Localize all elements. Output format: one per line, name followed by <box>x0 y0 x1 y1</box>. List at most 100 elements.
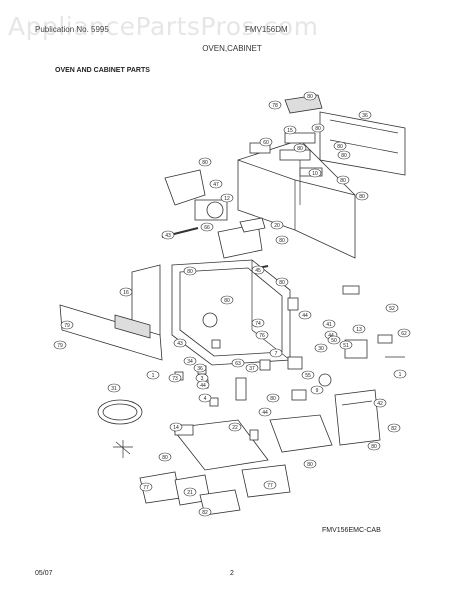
callout-4: 4 <box>198 393 212 403</box>
callout-45: 45 <box>251 265 265 275</box>
callout-label: 80 <box>224 298 230 304</box>
callout-74: 74 <box>251 318 265 328</box>
fan-duct-part <box>164 169 228 221</box>
callout-36: 36 <box>358 110 372 120</box>
callout-14: 14 <box>169 422 183 432</box>
callout-label: 80 <box>307 94 313 100</box>
callout-label: 20 <box>274 223 280 229</box>
callout-label: 63 <box>235 361 241 367</box>
callout-label: 80 <box>187 269 193 275</box>
air-guide-part <box>217 217 266 259</box>
callout-80: 80 <box>333 141 347 151</box>
callout-label: 80 <box>371 444 377 450</box>
callout-77: 77 <box>263 480 277 490</box>
callout-80: 80 <box>220 295 234 305</box>
callout-13: 13 <box>352 324 366 334</box>
callout-label: 66 <box>204 225 210 231</box>
callout-label: 31 <box>111 386 117 392</box>
oven-cavity-part <box>171 259 291 366</box>
callout-label: 3 <box>201 376 204 382</box>
callout-label: 44 <box>200 383 206 389</box>
callout-9: 9 <box>310 385 324 395</box>
callout-80: 80 <box>275 235 289 245</box>
callout-30: 30 <box>314 343 328 353</box>
callout-79: 79 <box>53 340 67 350</box>
grease-filters-part <box>139 464 291 516</box>
callout-label: 50 <box>331 338 337 344</box>
callout-7: 7 <box>269 348 283 358</box>
callout-label: 78 <box>272 103 278 109</box>
callout-37: 37 <box>245 363 259 373</box>
callout-label: 7 <box>275 351 278 357</box>
callout-label: 36 <box>197 366 203 372</box>
section-title: OVEN AND CABINET PARTS <box>55 67 150 74</box>
callout-1: 1 <box>146 370 160 380</box>
callout-label: 80 <box>270 396 276 402</box>
callout-34: 34 <box>183 356 197 366</box>
callout-79: 79 <box>60 320 74 330</box>
callout-52: 52 <box>385 303 399 313</box>
callout-label: 13 <box>356 327 362 333</box>
turntable-tray-part <box>97 399 143 425</box>
callout-80: 80 <box>266 393 280 403</box>
callout-73: 73 <box>168 373 182 383</box>
page-subtitle: OVEN,CABINET <box>202 44 262 53</box>
callout-77: 77 <box>139 482 153 492</box>
rear-panel-part <box>319 111 406 176</box>
callout-label: 80 <box>315 126 321 132</box>
callout-label: 73 <box>172 376 178 382</box>
callout-label: 80 <box>359 194 365 200</box>
callout-80: 80 <box>198 157 212 167</box>
callout-label: 76 <box>259 333 265 339</box>
callout-label: 10 <box>312 171 318 177</box>
callout-label: 55 <box>305 373 311 379</box>
callout-label: 37 <box>249 366 255 372</box>
callout-66: 66 <box>200 222 214 232</box>
callout-label: 1 <box>152 373 155 379</box>
callout-label: 43 <box>165 233 171 239</box>
control-panel-part <box>334 389 381 446</box>
callout-label: 21 <box>187 490 193 496</box>
callout-label: 80 <box>307 462 313 468</box>
callout-36: 36 <box>193 363 207 373</box>
electrical-components-part <box>235 285 405 401</box>
callout-label: 79 <box>57 343 63 349</box>
callout-44: 44 <box>298 310 312 320</box>
watermark-text: AppliancePartsPros.com <box>8 12 319 41</box>
front-vent-grille-part <box>59 304 163 361</box>
callout-label: 15 <box>287 128 293 134</box>
callout-80: 80 <box>303 91 317 101</box>
callout-label: 60 <box>263 140 269 146</box>
callout-label: 44 <box>262 410 268 416</box>
callout-76: 76 <box>255 330 269 340</box>
callout-label: 80 <box>279 238 285 244</box>
callout-80: 80 <box>367 441 381 451</box>
callout-44: 44 <box>258 407 272 417</box>
callout-15: 15 <box>283 125 297 135</box>
callout-80: 80 <box>311 123 325 133</box>
callout-43: 43 <box>173 338 187 348</box>
callout-1: 1 <box>393 369 407 379</box>
callout-80: 80 <box>355 191 369 201</box>
callout-label: 79 <box>64 323 70 329</box>
callout-label: 52 <box>389 306 395 312</box>
callout-label: 41 <box>326 322 332 328</box>
callout-label: 42 <box>377 401 383 407</box>
callout-label: 9 <box>316 388 319 394</box>
callout-63: 63 <box>231 358 245 368</box>
callout-43: 43 <box>161 230 175 240</box>
callout-82: 82 <box>198 507 212 517</box>
callout-78: 78 <box>268 100 282 110</box>
callout-label: 36 <box>362 113 368 119</box>
callout-label: 34 <box>187 359 193 365</box>
callout-42: 42 <box>373 398 387 408</box>
callout-80: 80 <box>337 150 351 160</box>
callout-label: 77 <box>267 483 273 489</box>
callout-label: 82 <box>202 510 208 516</box>
callout-label: 22 <box>232 425 238 431</box>
callout-62: 62 <box>397 328 411 338</box>
callout-label: 82 <box>391 426 397 432</box>
callout-label: 80 <box>202 160 208 166</box>
callout-label: 43 <box>177 341 183 347</box>
